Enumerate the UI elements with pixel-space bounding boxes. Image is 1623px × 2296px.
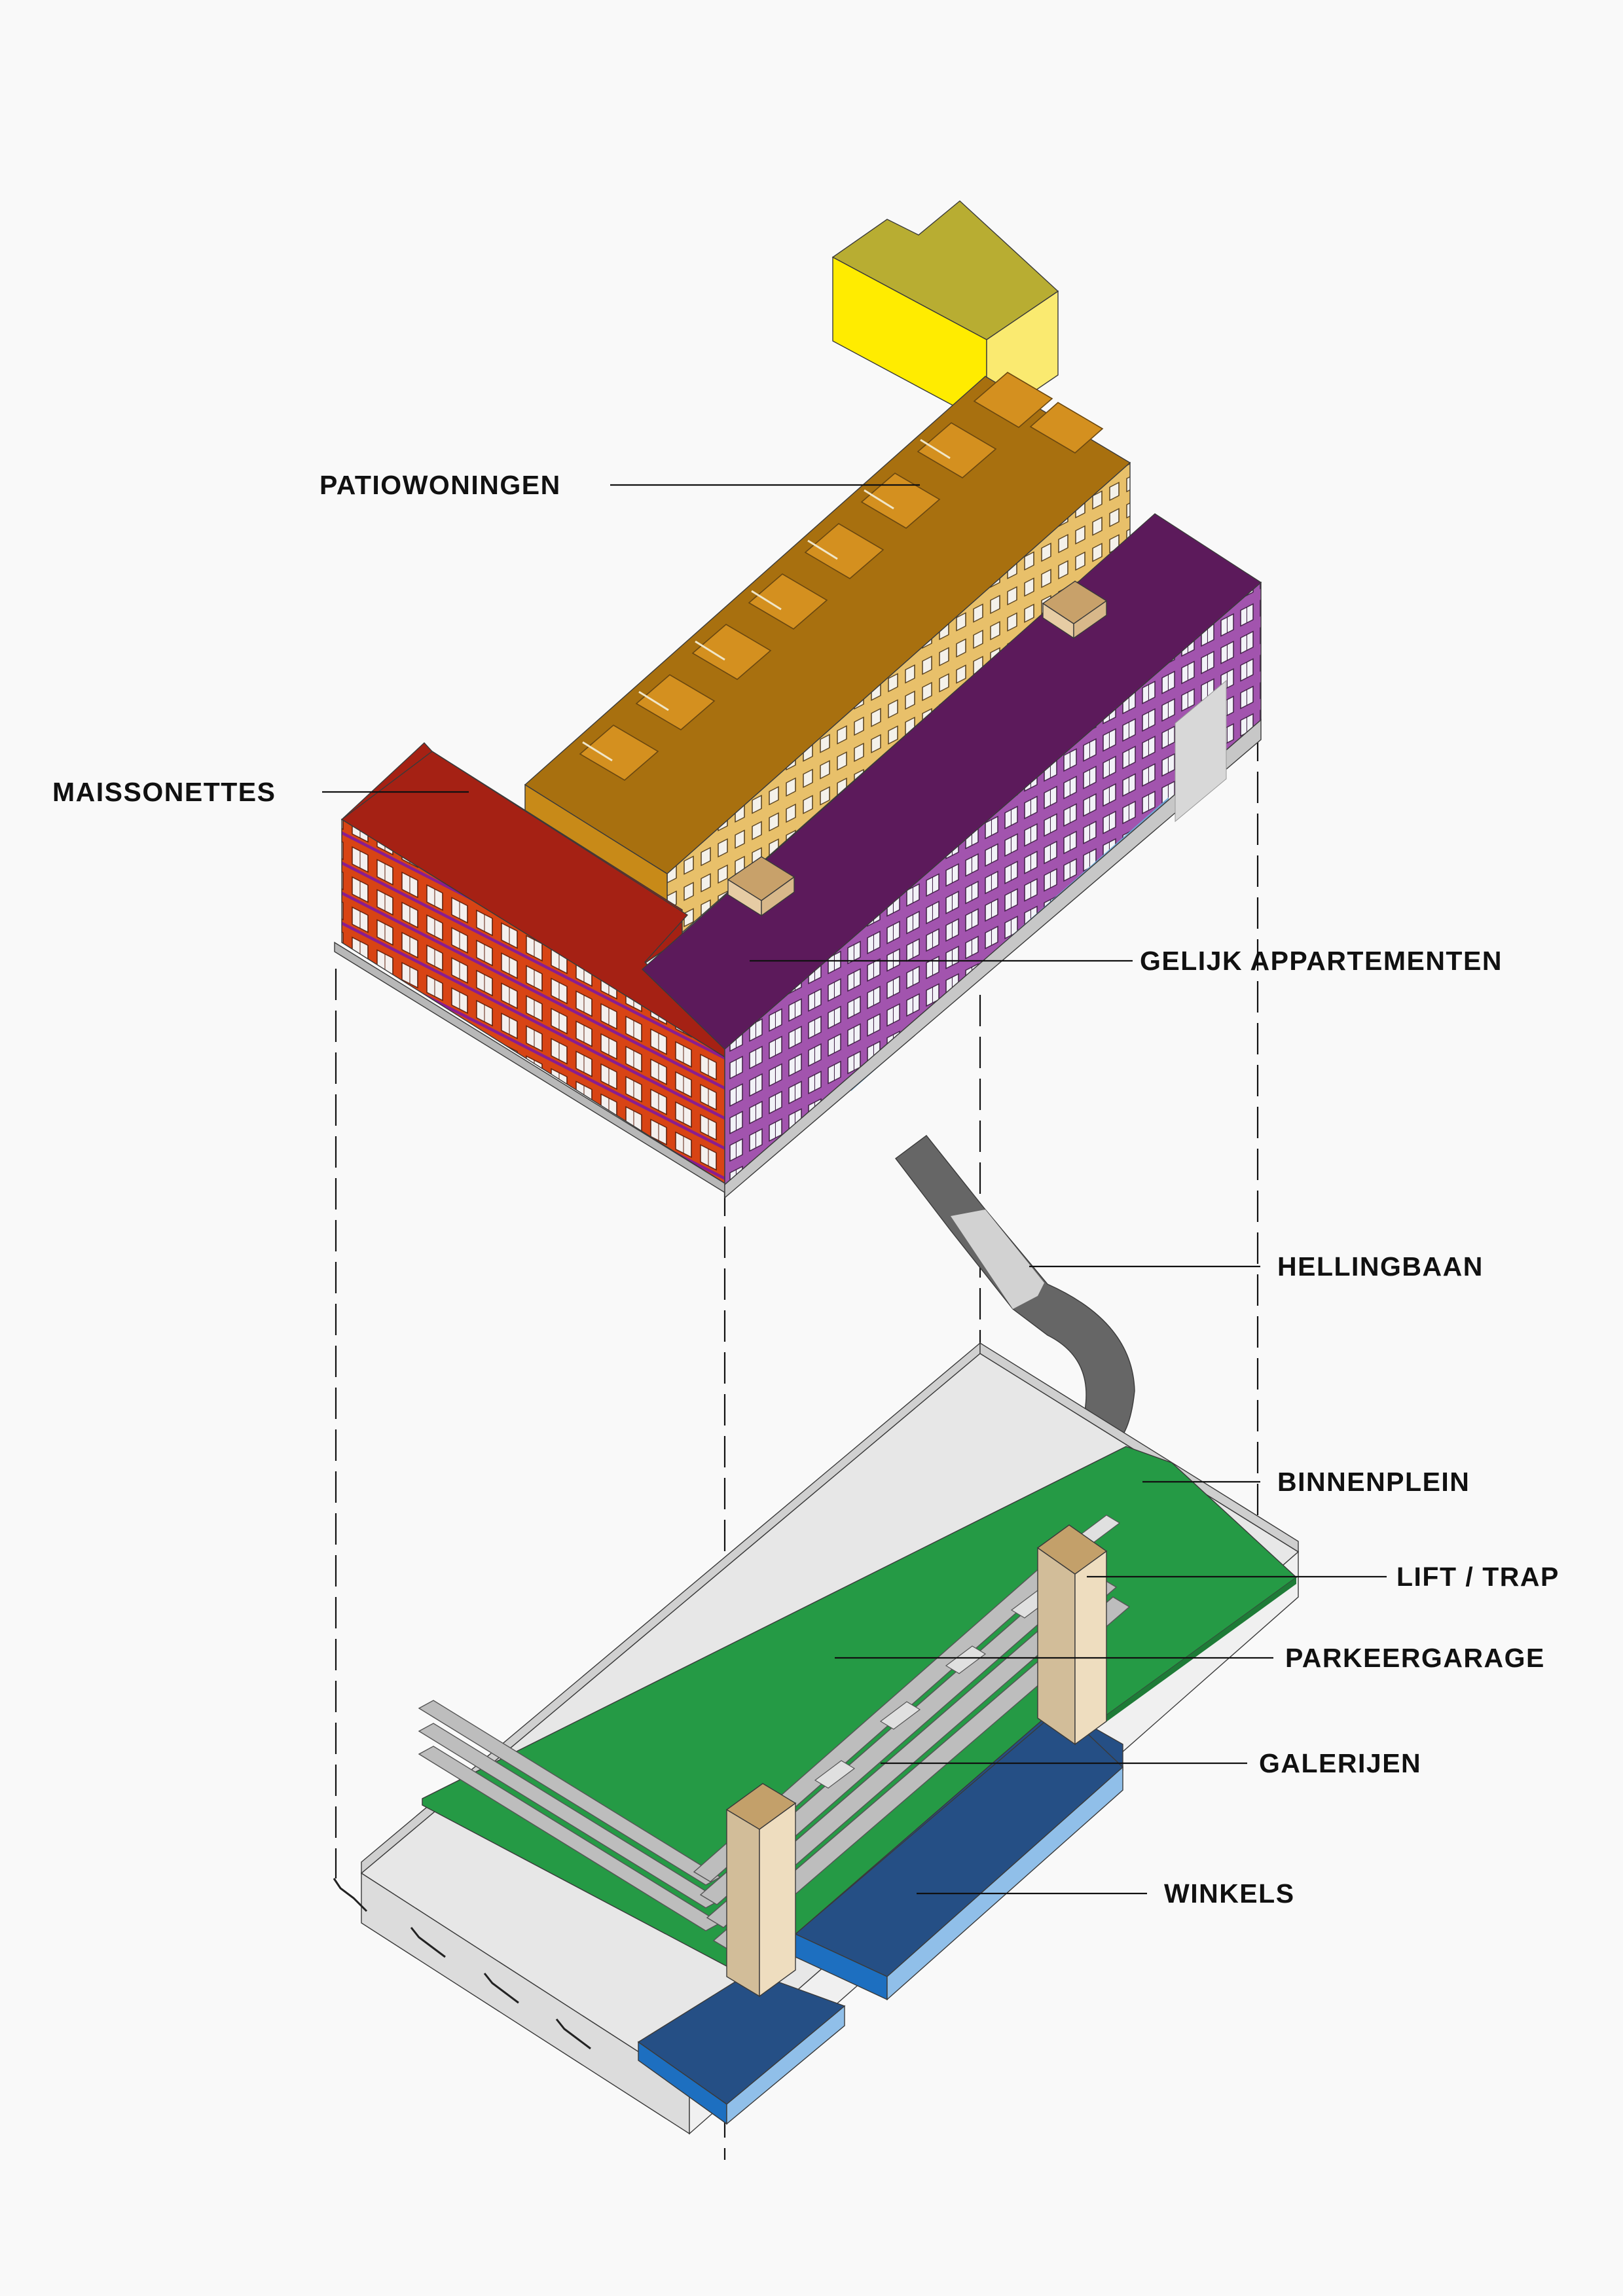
ramp <box>895 1135 1135 1439</box>
patio-courtyard <box>748 573 828 630</box>
shop-small-side <box>726 2005 845 2125</box>
gallery <box>706 1577 1118 1928</box>
stair <box>945 1645 987 1674</box>
label-winkels: WINKELS <box>1164 1878 1295 1909</box>
lift-tower-front <box>726 1808 760 1998</box>
label-lift-trap: LIFT / TRAP <box>1396 1562 1559 1592</box>
patio-courtyard <box>860 473 941 529</box>
roof-stair-enclosure-left <box>727 856 795 917</box>
patio-courtyard <box>917 422 997 478</box>
lift-tower-front <box>1037 1547 1076 1746</box>
patio-courtyard <box>804 523 884 579</box>
stair <box>814 1760 856 1789</box>
label-patiowoningen: PATIOWONINGEN <box>319 470 561 500</box>
apartment-block <box>641 513 1262 1199</box>
label-maissonettes: MAISSONETTES <box>52 777 276 807</box>
gallery <box>712 1596 1131 1951</box>
patio-courtyard <box>691 624 772 680</box>
lift-tower-right <box>1036 1524 1108 1746</box>
apartment-entrance-void <box>1175 679 1227 823</box>
label-hellingbaan: HELLINGBAAN <box>1277 1251 1484 1282</box>
roof-stair-enclosure-right <box>1042 581 1108 639</box>
patio-courtyards <box>579 372 1104 781</box>
patio-courtyard <box>1029 402 1104 454</box>
label-binnenplein: BINNENPLEIN <box>1277 1467 1470 1497</box>
gallery-stairs <box>814 1515 1121 1789</box>
stair <box>879 1701 921 1730</box>
patio-partition-walls <box>582 439 951 762</box>
ramp-light-section <box>951 1210 1044 1309</box>
lift-tower-side <box>1074 1550 1107 1746</box>
maisonette-block <box>334 742 725 1194</box>
patio-courtyard <box>635 674 716 730</box>
lift-tower-left <box>725 1783 797 1998</box>
label-gelijk-appartementen: GELIJK APPARTEMENTEN <box>1140 946 1503 976</box>
galleries <box>418 1537 1131 1951</box>
labels: PATIOWONINGEN MAISSONETTES GELIJK APPART… <box>52 470 1559 1909</box>
shops <box>637 1706 1124 2125</box>
garage-vents <box>333 1878 591 2050</box>
label-galerijen: GALERIJEN <box>1259 1748 1421 1778</box>
patio-courtyard <box>973 372 1053 428</box>
leader-lines <box>322 484 1387 1895</box>
shop-main-side <box>886 1766 1123 2001</box>
apartment-base <box>724 719 1262 1199</box>
patio-courtyard <box>579 725 659 781</box>
lift-tower-side <box>759 1802 796 1998</box>
label-parkeergarage: PARKEERGARAGE <box>1285 1643 1545 1673</box>
